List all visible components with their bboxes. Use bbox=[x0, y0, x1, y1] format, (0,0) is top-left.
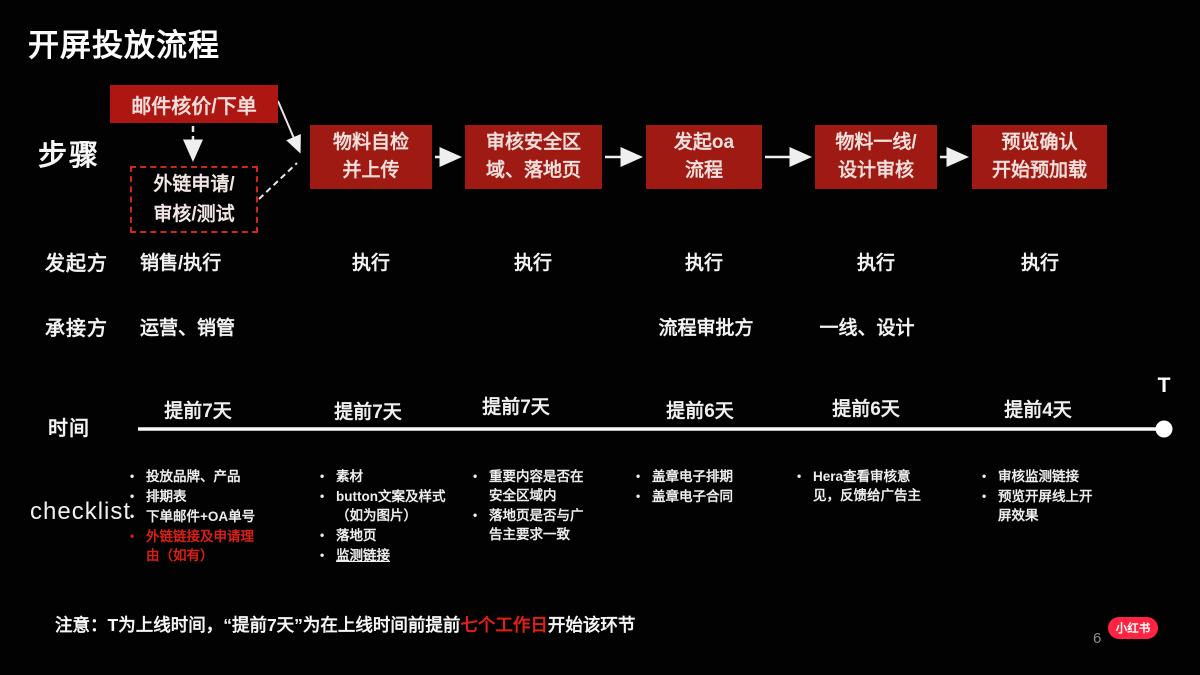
checklist-item: •盖章电子合同 bbox=[636, 489, 733, 504]
footnote: 注意：T为上线时间，“提前7天”为在上线时间前提前七个工作日开始该环节 bbox=[55, 612, 635, 637]
checklist-col5: •审核监测链接 •预览开屏线上开 屏效果 bbox=[982, 467, 1093, 526]
flow-box-email-pricing-order: 邮件核价/下单 bbox=[110, 85, 278, 123]
page-number: 6 bbox=[1093, 630, 1102, 647]
page-title: 开屏投放流程 bbox=[28, 28, 220, 63]
bullet-icon: • bbox=[320, 528, 325, 542]
receiver-col0: 运营、销管 bbox=[140, 318, 236, 339]
checklist-item: •素材 bbox=[320, 469, 363, 484]
row-label-steps: 步骤 bbox=[38, 140, 101, 172]
checklist-col2: •重要内容是否在 安全区域内 •落地页是否与广 告主要求一致 bbox=[473, 467, 584, 545]
bullet-icon: • bbox=[982, 489, 987, 503]
xiaohongshu-logo: 小红书 bbox=[1108, 617, 1158, 639]
bullet-icon: • bbox=[130, 529, 135, 543]
time-col5: 提前4天 bbox=[1004, 400, 1072, 421]
bullet-icon: • bbox=[982, 469, 987, 483]
checklist-item: •落地页 bbox=[320, 528, 377, 543]
time-col0: 提前7天 bbox=[164, 401, 232, 422]
diagonal-arrow-from-email-box bbox=[277, 100, 301, 154]
flow-box-material-review: 物料一线/ 设计审核 bbox=[815, 125, 937, 189]
receiver-col4: 一线、设计 bbox=[819, 318, 915, 339]
bullet-icon: • bbox=[636, 469, 641, 483]
timeline-t-marker: T bbox=[1157, 374, 1171, 397]
footnote-highlight: 七个工作日 bbox=[460, 615, 548, 635]
checklist-item: •Hera查看审核意 见，反馈给广告主 bbox=[797, 469, 921, 503]
checklist-item: •落地页是否与广 告主要求一致 bbox=[473, 508, 584, 542]
time-col2: 提前7天 bbox=[482, 397, 550, 418]
time-col4: 提前6天 bbox=[832, 399, 900, 420]
checklist-item: •盖章电子排期 bbox=[636, 469, 733, 484]
initiator-col4: 执行 bbox=[856, 253, 896, 274]
checklist-item: •重要内容是否在 安全区域内 bbox=[473, 469, 584, 503]
bullet-icon: • bbox=[320, 548, 325, 562]
initiator-col2: 执行 bbox=[513, 253, 553, 274]
checklist-item: •投放品牌、产品 bbox=[130, 469, 241, 484]
checklist-col0: •投放品牌、产品 •排期表 •下单邮件+OA单号 •外链链接及申请理 由（如有） bbox=[130, 467, 255, 566]
checklist-item-link: •监测链接 bbox=[320, 548, 390, 563]
timeline-end-dot bbox=[1155, 420, 1173, 438]
dashed-diagonal-from-external-link-box bbox=[258, 162, 298, 200]
bullet-icon: • bbox=[130, 469, 135, 483]
row-label-initiator: 发起方 bbox=[45, 253, 108, 275]
flow-box-preview-preload: 预览确认 开始预加载 bbox=[972, 125, 1107, 189]
checklist-item: •排期表 bbox=[130, 489, 187, 504]
bullet-icon: • bbox=[320, 489, 325, 503]
footnote-suffix: 开始该环节 bbox=[547, 615, 636, 635]
checklist-item: •下单邮件+OA单号 bbox=[130, 509, 256, 524]
bullet-icon: • bbox=[320, 469, 325, 483]
bullet-icon: • bbox=[473, 469, 478, 483]
row-label-time: 时间 bbox=[48, 418, 90, 440]
flow-box-material-selfcheck: 物料自检 并上传 bbox=[310, 125, 432, 189]
initiator-col5: 执行 bbox=[1020, 253, 1060, 274]
bullet-icon: • bbox=[797, 469, 802, 483]
checklist-item: •button文案及样式 （如为图片） bbox=[320, 489, 446, 523]
checklist-item: •预览开屏线上开 屏效果 bbox=[982, 489, 1093, 523]
bullet-icon: • bbox=[130, 509, 135, 523]
row-label-receiver: 承接方 bbox=[45, 318, 108, 340]
receiver-col3: 流程审批方 bbox=[658, 318, 754, 339]
checklist-col4: •Hera查看审核意 见，反馈给广告主 bbox=[797, 467, 921, 506]
initiator-col3: 执行 bbox=[684, 253, 724, 274]
bullet-icon: • bbox=[473, 508, 478, 522]
flow-box-review-safezone: 审核安全区 域、落地页 bbox=[465, 125, 602, 189]
checklist-col3: •盖章电子排期 •盖章电子合同 bbox=[636, 467, 733, 507]
row-label-checklist: checklist bbox=[30, 498, 132, 525]
footnote-prefix: 注意：T为上线时间，“提前7天”为在上线时间前提前 bbox=[55, 615, 461, 635]
initiator-col0: 销售/执行 bbox=[140, 253, 222, 274]
checklist-item-red: •外链链接及申请理 由（如有） bbox=[130, 529, 254, 563]
bullet-icon: • bbox=[636, 489, 641, 503]
time-col1: 提前7天 bbox=[334, 402, 402, 423]
flow-box-start-oa: 发起oa 流程 bbox=[646, 125, 762, 189]
initiator-col1: 执行 bbox=[351, 253, 391, 274]
checklist-item: •审核监测链接 bbox=[982, 469, 1079, 484]
bullet-icon: • bbox=[130, 489, 135, 503]
time-col3: 提前6天 bbox=[666, 401, 734, 422]
checklist-col1: •素材 •button文案及样式 （如为图片） •落地页 •监测链接 bbox=[320, 467, 445, 566]
flow-box-external-link-dashed: 外链申请/ 审核/测试 bbox=[130, 166, 258, 233]
